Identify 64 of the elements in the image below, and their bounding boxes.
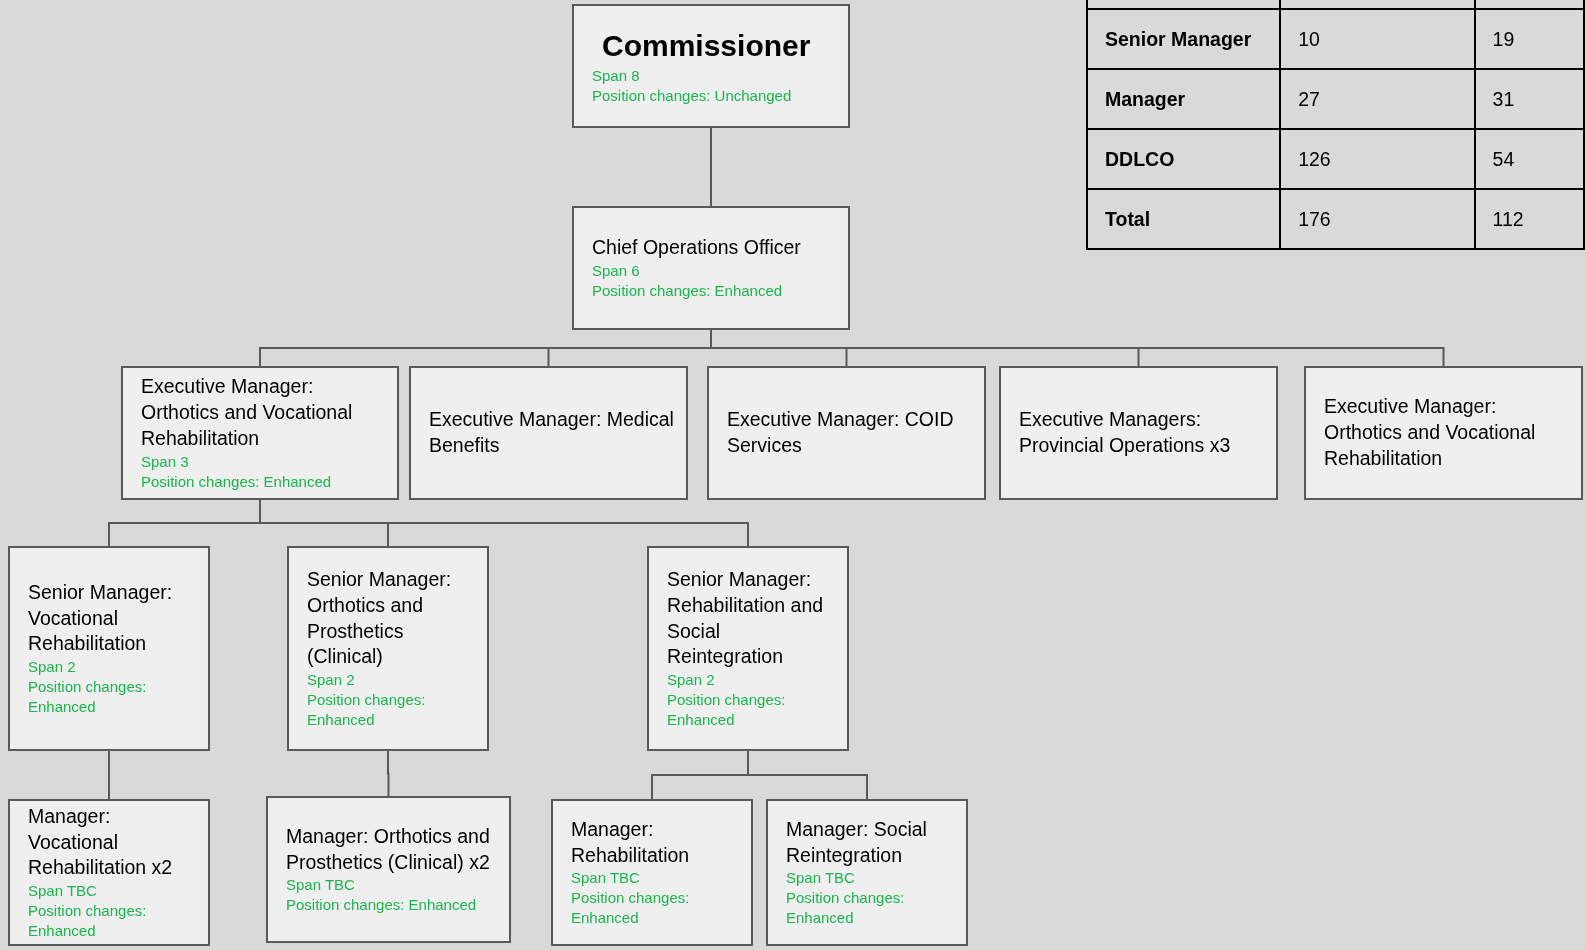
- role-note: Span 2: [667, 670, 716, 690]
- table-cell: 31: [1474, 69, 1584, 129]
- role-note: Position changes: Enhanced: [286, 895, 478, 916]
- org-box: [287, 546, 489, 751]
- role-note: Span 6: [592, 260, 641, 281]
- role-title: Manager: Orthotics and Prosthetics (Clinical) x2: [286, 823, 491, 875]
- role-title: Senior Manager: Rehabilitation and Social Reintegration: [667, 567, 825, 670]
- org-box: [121, 366, 399, 500]
- org-box: [766, 799, 968, 946]
- role-title: Senior Manager: Orthotics and Prosthetics (Clinical): [307, 567, 453, 670]
- org-box: [999, 366, 1278, 500]
- table-cell: 27: [1280, 69, 1475, 129]
- role-title: Chief Operations Officer: [592, 235, 802, 261]
- role-note: Position changes: Enhanced: [307, 690, 427, 730]
- table-cell: DDLCO: [1087, 129, 1281, 189]
- role-note: Position changes: Enhanced: [141, 471, 333, 492]
- role-note: Position changes: Enhanced: [28, 677, 148, 717]
- role-note: Position changes: Enhanced: [571, 888, 691, 929]
- table-cell: 10: [1280, 9, 1475, 69]
- table-cell: Senior Manager: [1087, 9, 1281, 69]
- org-box: [647, 546, 849, 751]
- table-cell: 176: [1280, 189, 1475, 249]
- role-note: Position changes: Enhanced: [28, 901, 148, 941]
- role-note: Position changes: Enhanced: [786, 888, 906, 929]
- role-note: Span TBC: [28, 881, 98, 902]
- role-title: Senior Manager: Vocational Rehabilitation: [28, 580, 174, 657]
- org-box: [8, 799, 210, 946]
- org-box: [8, 546, 210, 751]
- role-title: Manager: Vocational Rehabilitation x2: [28, 804, 174, 881]
- org-box: [266, 796, 511, 943]
- role-title: Executive Manager: COID Services: [727, 407, 955, 458]
- org-box: [707, 366, 986, 500]
- role-title: Executive Manager: Medical Benefits: [429, 407, 675, 458]
- role-note: Span TBC: [286, 875, 356, 896]
- table-cell: Manager: [1087, 69, 1281, 129]
- role-note: Span 2: [28, 657, 77, 678]
- role-note: Position changes: Enhanced: [667, 690, 787, 730]
- role-title: Commissioner: [601, 28, 812, 65]
- org-box: [572, 4, 850, 128]
- table-cell: 112: [1474, 189, 1584, 249]
- org-box: [409, 366, 688, 500]
- role-note: Position changes: Enhanced: [592, 280, 784, 301]
- connector-line: [710, 127, 712, 207]
- role-note: Span TBC: [571, 868, 641, 889]
- role-title: Executive Manager: Orthotics and Vocational Rehabilitation: [1324, 394, 1537, 471]
- role-title: Executive Manager: Orthotics and Vocational Rehabilitation: [141, 374, 354, 451]
- table-cell: 126: [1280, 129, 1475, 189]
- table-cell: Total: [1087, 189, 1281, 249]
- role-title: Manager: Social Reintegration: [786, 816, 928, 868]
- role-title: Executive Managers: Provincial Operations x3: [1019, 407, 1232, 458]
- connector-line: [747, 750, 868, 800]
- table-cell: 54: [1474, 129, 1584, 189]
- org-box: [1304, 366, 1583, 500]
- role-note: Span 2: [307, 670, 356, 690]
- role-note: Span TBC: [786, 868, 856, 889]
- role-title: Manager: Rehabilitation: [571, 816, 691, 868]
- connector-line: [108, 750, 110, 800]
- table-cell: 19: [1474, 9, 1584, 69]
- connector-line: [387, 750, 390, 797]
- role-note: Position changes: Unchanged: [592, 85, 793, 106]
- role-note: Span 3: [141, 451, 190, 472]
- org-box: [572, 206, 850, 330]
- role-note: Span 8: [592, 65, 641, 86]
- org-box: [551, 799, 753, 946]
